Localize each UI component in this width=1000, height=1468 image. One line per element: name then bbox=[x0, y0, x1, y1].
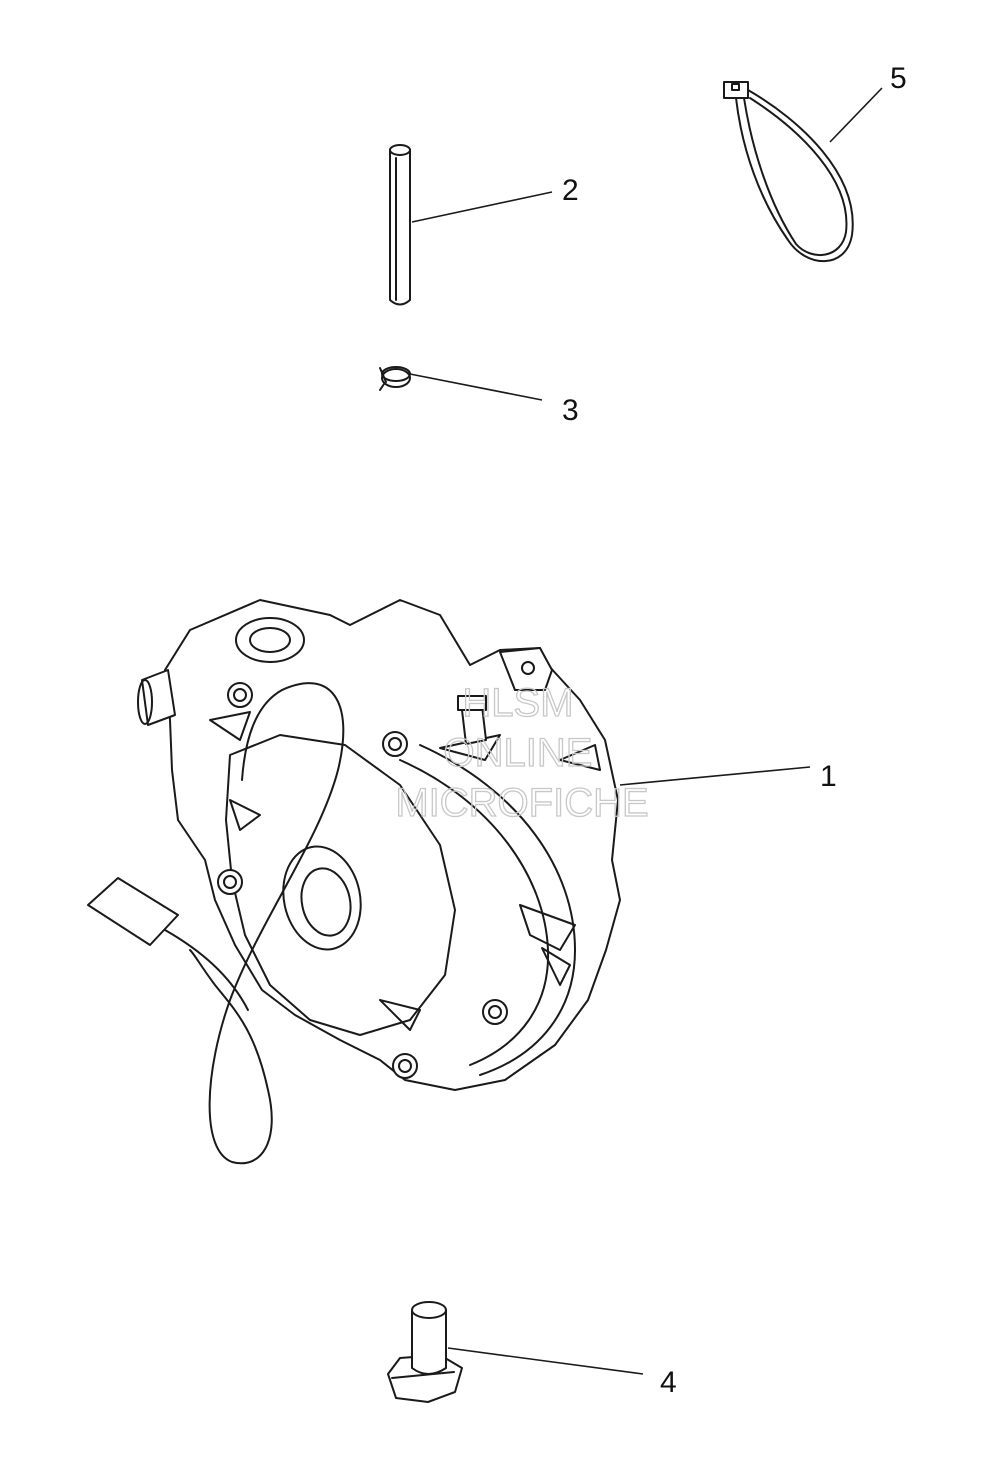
leader-2 bbox=[411, 191, 553, 223]
part-5-cable-tie[interactable] bbox=[723, 81, 854, 263]
callout-1[interactable]: 1 bbox=[820, 760, 837, 793]
callout-4[interactable]: 4 bbox=[660, 1366, 677, 1399]
leader-3 bbox=[409, 373, 543, 401]
watermark: HLSM ONLINE MICROFICHE bbox=[395, 680, 650, 825]
leader-5 bbox=[829, 87, 883, 143]
part-4-flange-bolt[interactable] bbox=[387, 1301, 463, 1403]
watermark-line-3: MICROFICHE bbox=[395, 781, 648, 825]
watermark-line-1: HLSM bbox=[462, 681, 573, 725]
callout-2[interactable]: 2 bbox=[562, 174, 579, 207]
housing-bolts bbox=[217, 682, 508, 1079]
leader-4 bbox=[447, 1347, 644, 1375]
callout-3[interactable]: 3 bbox=[562, 394, 579, 427]
leader-1 bbox=[619, 766, 811, 786]
watermark-line-2: ONLINE bbox=[444, 731, 593, 775]
part-2-tube[interactable] bbox=[389, 144, 411, 306]
part-1-pump-assembly[interactable] bbox=[87, 599, 621, 1165]
part-3-hose-clamp[interactable] bbox=[379, 366, 411, 391]
callout-5[interactable]: 5 bbox=[890, 62, 907, 95]
